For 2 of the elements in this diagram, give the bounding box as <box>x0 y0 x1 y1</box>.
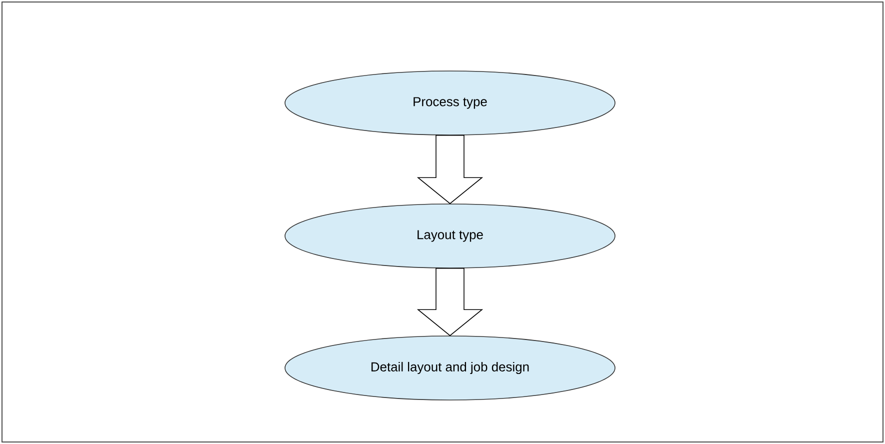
block-arrow <box>416 268 484 336</box>
block-arrow <box>416 135 484 204</box>
